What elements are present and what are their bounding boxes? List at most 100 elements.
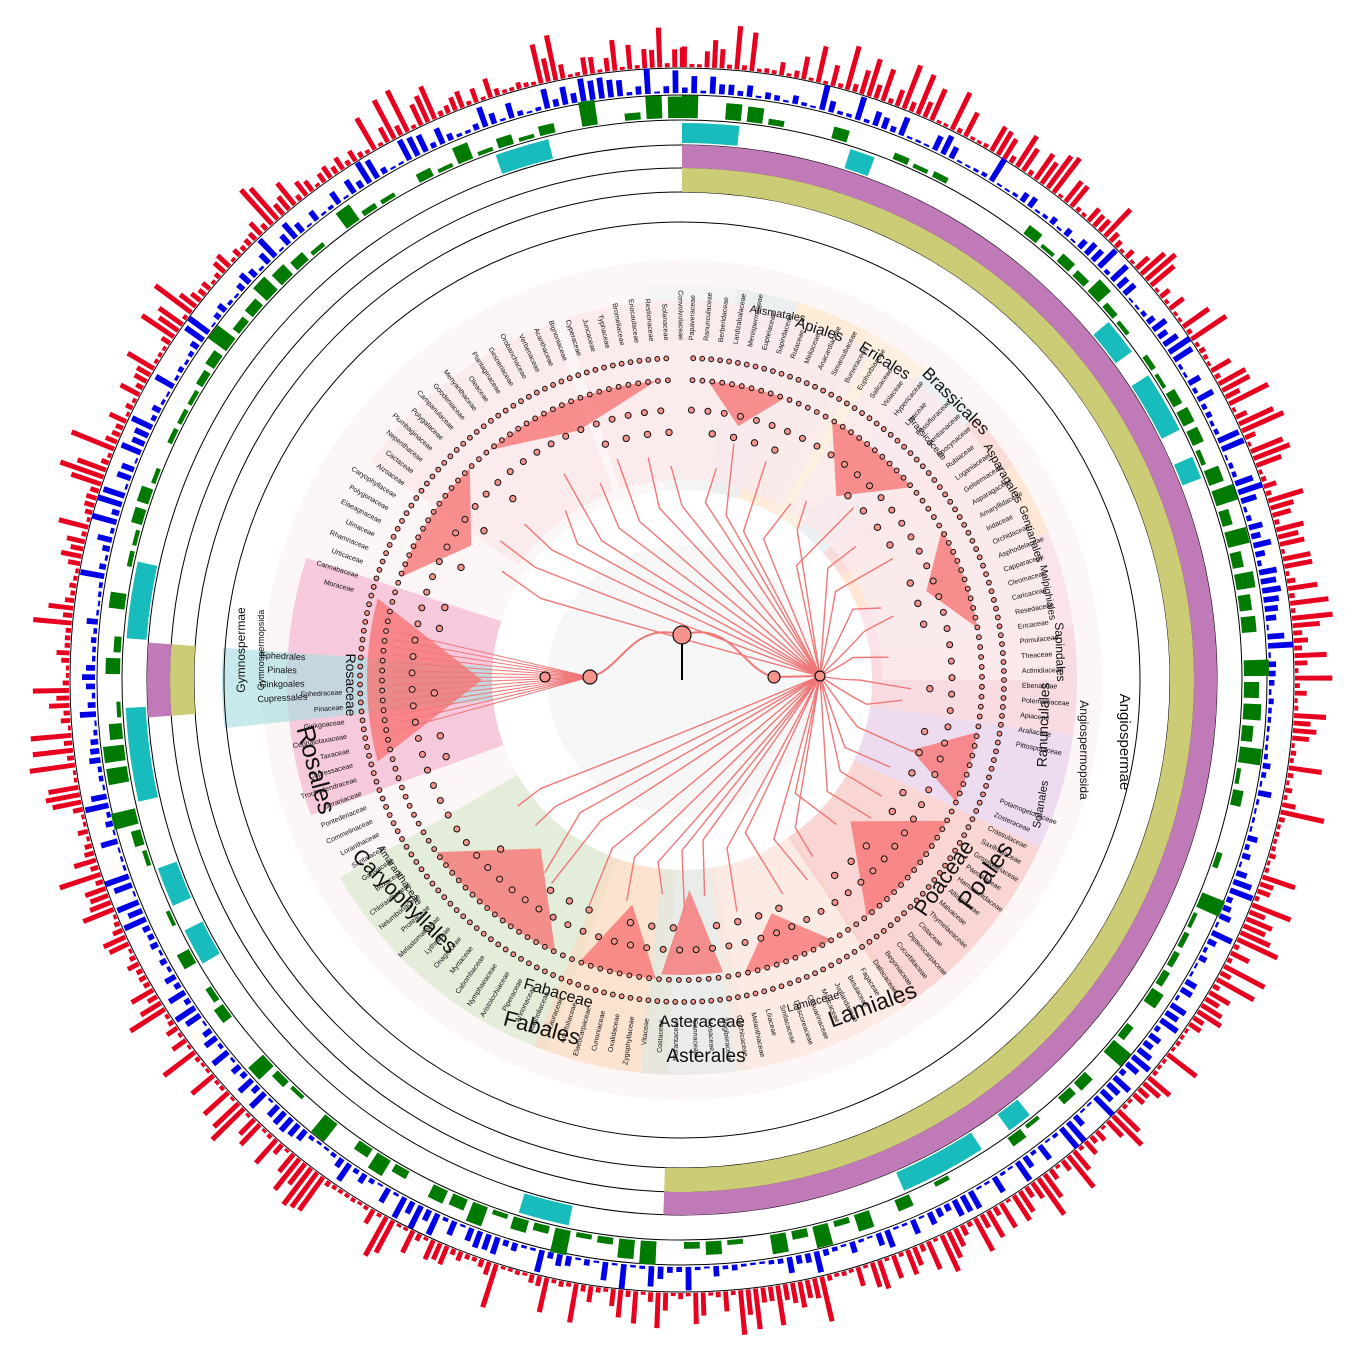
blue-ring-bar (1238, 861, 1243, 868)
green-ring-bar (1187, 912, 1198, 929)
red-ring-bar (272, 202, 286, 216)
gymno-branch (392, 661, 591, 678)
node-dot (961, 832, 968, 839)
red-ring-bar (848, 1268, 854, 1274)
red-ring-bar (60, 549, 83, 559)
node-dot (577, 394, 584, 401)
node-dot (969, 816, 976, 823)
node-dot (907, 903, 914, 910)
blue-ring-bar (746, 85, 754, 98)
root-node (814, 670, 826, 682)
node-dot (735, 994, 741, 1001)
blue-ring-bar (1250, 531, 1262, 540)
blue-ring-bar (476, 106, 489, 128)
clade-label-angiospermopsida: Angiospermopsida (1077, 700, 1091, 800)
node-dot (386, 812, 393, 818)
blue-ring-bar (88, 757, 101, 765)
node-dot (484, 864, 492, 872)
red-ring-bar (1063, 180, 1084, 204)
blue-ring-bar (295, 1128, 308, 1142)
blue-ring-bar (87, 702, 96, 709)
blue-ring-bar (377, 1182, 384, 1187)
node-dot (518, 398, 524, 405)
blue-ring-bar (1116, 276, 1130, 290)
green-ring-bar (1240, 725, 1254, 742)
node-dot (994, 614, 1001, 621)
node-dot (787, 373, 793, 380)
blue-ring-bar (316, 1140, 323, 1146)
node-dot (767, 390, 774, 397)
node-dot (663, 998, 670, 1005)
root-node (539, 671, 551, 683)
red-ring-bar (1134, 255, 1151, 271)
node-dot (654, 356, 661, 362)
red-ring-bar (482, 1261, 492, 1276)
node-dot (665, 428, 673, 437)
blue-ring-bar (79, 711, 97, 718)
blue-ring-bar (89, 747, 100, 755)
green-ring-bar (335, 204, 360, 229)
node-dot (813, 409, 820, 415)
blue-ring-bar (1034, 208, 1041, 214)
node-dot (734, 917, 742, 926)
blue-ring-bar (1124, 1061, 1140, 1076)
node-dot (1000, 668, 1007, 674)
red-ring-bar (63, 740, 73, 747)
blue-ring-bar (782, 99, 789, 103)
green-ring-bar (195, 369, 211, 388)
node-dot (443, 862, 449, 869)
leaf-label: Theaceae (1021, 651, 1053, 660)
green-ring-bar (176, 949, 197, 970)
red-ring-bar (212, 1101, 241, 1129)
red-ring-bar (65, 665, 70, 671)
blue-ring-bar (836, 110, 844, 116)
red-ring-bar (239, 188, 274, 226)
red-ring-bar (63, 710, 71, 716)
red-ring-bar (1234, 409, 1248, 420)
red-ring-bar (1139, 251, 1167, 276)
red-ring-bar (153, 358, 160, 365)
green-ring-bar (1040, 243, 1055, 258)
node-dot (943, 624, 951, 632)
blue-ring-bar (446, 132, 455, 142)
blue-ring-bar (1218, 913, 1232, 923)
node-dot (394, 828, 401, 835)
node-dot (851, 948, 858, 955)
node-dot (880, 928, 887, 934)
red-ring-bar (634, 65, 640, 69)
red-ring-bar (95, 879, 104, 887)
red-ring-bar (823, 80, 829, 85)
red-ring-bar (480, 96, 486, 101)
blue-ring-bar (999, 1170, 1006, 1177)
red-ring-bar (77, 828, 89, 837)
node-dot (752, 363, 759, 370)
blue-ring-bar (1268, 707, 1272, 714)
order-sector (339, 775, 618, 1052)
gymno-order-label: Ginkgoales (259, 679, 305, 690)
green-ring-bar (639, 1240, 657, 1265)
red-ring-bar (534, 1275, 543, 1287)
red-ring-bar (1285, 780, 1290, 786)
red-ring-bar (65, 673, 70, 678)
red-ring-bar (1291, 611, 1333, 621)
blue-ring-bar (104, 873, 130, 888)
node-dot (777, 393, 784, 400)
red-ring-bar (586, 1285, 594, 1303)
blue-ring-bar (104, 554, 109, 561)
blue-ring-bar (90, 793, 108, 803)
red-ring-bar (62, 612, 73, 619)
node-dot (803, 380, 810, 387)
blue-ring-bar (615, 79, 624, 97)
red-ring-bar (1269, 499, 1295, 511)
node-dot (379, 697, 386, 704)
node-dot (564, 921, 572, 929)
blue-ring-bar (124, 483, 129, 490)
red-ring-bar (157, 306, 184, 327)
node-dot (757, 934, 765, 942)
red-ring-bar (66, 755, 75, 761)
red-ring-bar (84, 843, 93, 850)
node-dot (996, 623, 1003, 630)
blue-ring-bar (499, 117, 506, 122)
red-ring-bar (331, 1184, 338, 1191)
red-ring-bar (1183, 1028, 1190, 1034)
